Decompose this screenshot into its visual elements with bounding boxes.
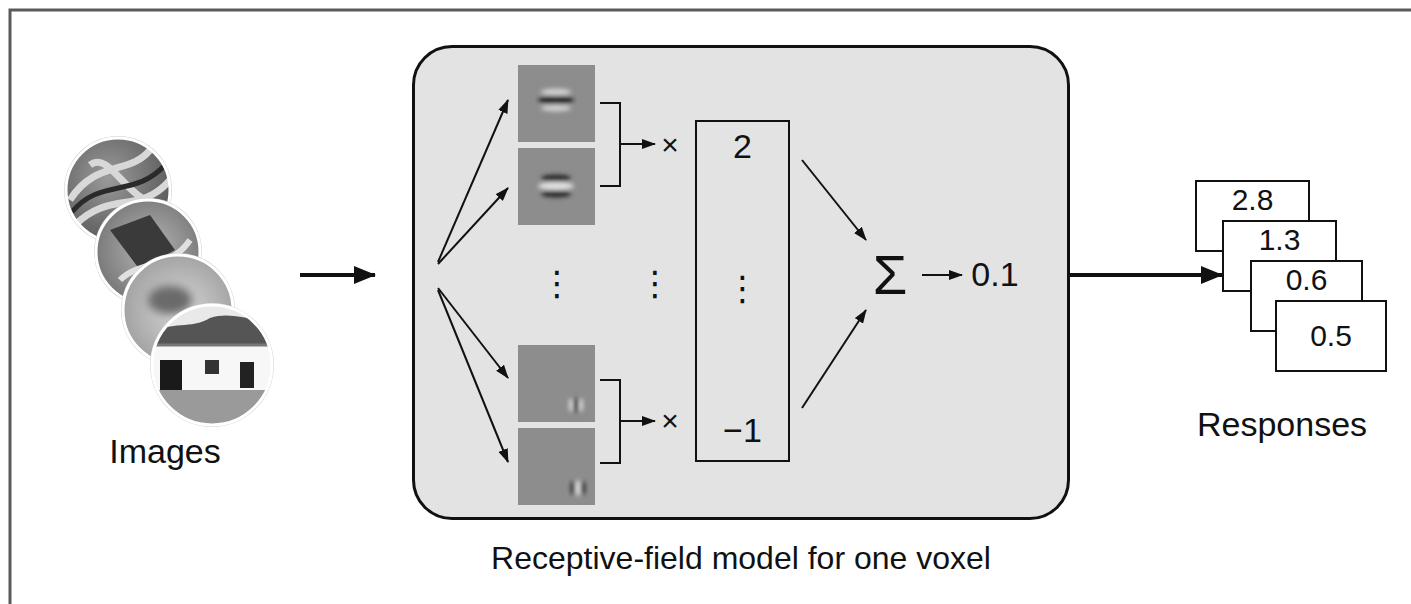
weight-vector: 2 ⋮ −1 (695, 120, 790, 462)
weight-value: −1 (723, 410, 762, 450)
response-value: 0.5 (1310, 320, 1352, 352)
sum-arrows (802, 160, 962, 408)
image-stack (60, 130, 275, 430)
response-value: 0.6 (1286, 264, 1328, 296)
response-card: 0.5 (1275, 300, 1387, 372)
response-value: 1.3 (1259, 224, 1301, 256)
multiply-sign: × (661, 128, 679, 163)
weight-value: 2 (733, 126, 752, 166)
multiply-sign: × (661, 404, 679, 439)
frame-line (10, 10, 1411, 604)
model-fill (414, 47, 1069, 519)
output-arrow (1070, 273, 1222, 277)
ellipsis-dots: ⋮ (638, 264, 672, 303)
weight-value: ⋮ (726, 268, 760, 308)
ellipsis-dots: ⋮ (540, 264, 574, 303)
fan-arrows (438, 100, 508, 462)
box-heading: Receptive-field model for one voxel (491, 539, 991, 577)
image-label: Images (109, 432, 221, 471)
image-house (150, 300, 275, 430)
output-value: 0.1 (971, 255, 1018, 294)
response-label: Responses (1197, 405, 1367, 444)
input-arrow (300, 273, 375, 277)
model-box: Receptive-field model for one voxel2⋮−1 (412, 45, 1070, 520)
sum-symbol: Σ (873, 243, 908, 307)
gabor-patches (518, 65, 595, 505)
response-value: 2.8 (1232, 184, 1274, 216)
